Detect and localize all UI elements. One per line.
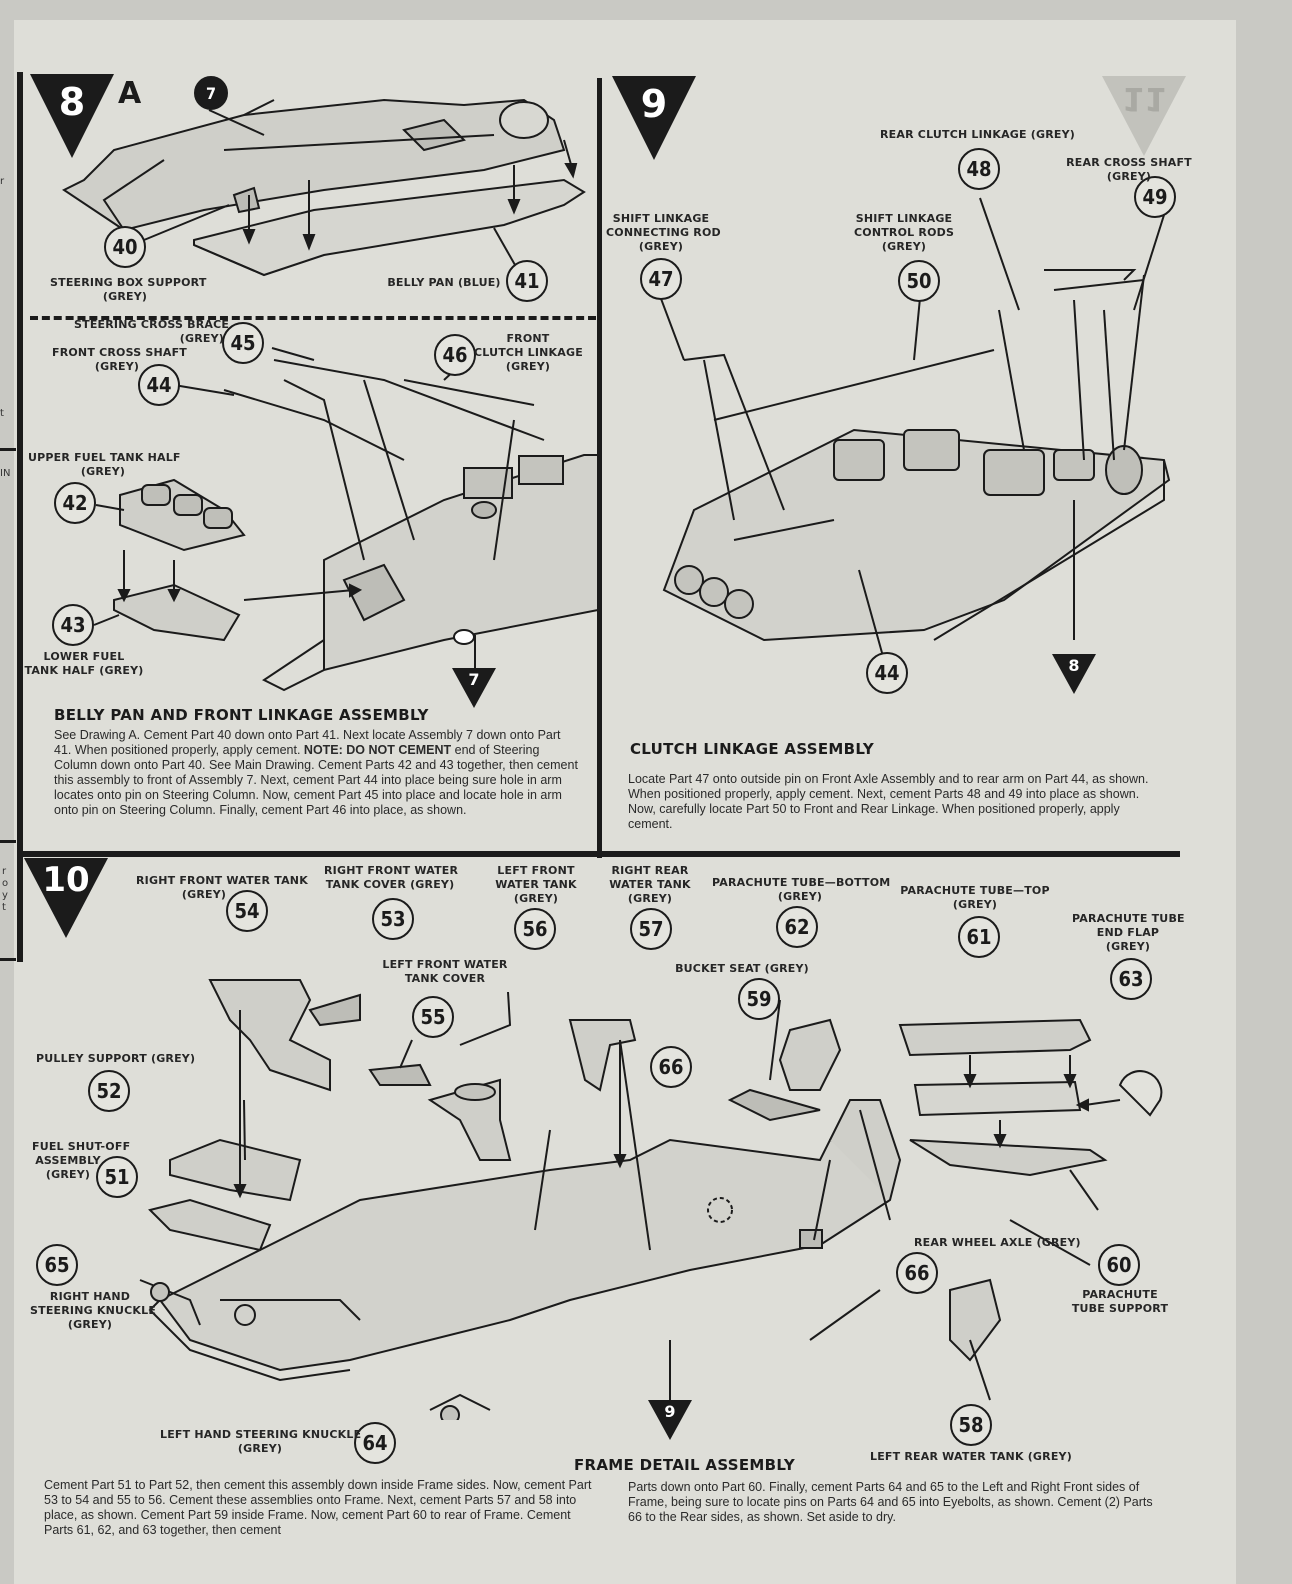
edge-rule xyxy=(0,448,16,451)
left-border xyxy=(17,72,23,858)
part-66-callout: 66 xyxy=(896,1252,938,1294)
frame-detail-drawing xyxy=(139,979,1163,1420)
column-divider xyxy=(597,78,602,858)
parachute-tube-bottom-label: PARACHUTE TUBE—BOTTOM (GREY) xyxy=(712,876,891,903)
part-62-callout: 62 xyxy=(776,906,818,948)
belly-pan-label: BELLY PAN (BLUE) xyxy=(387,276,501,289)
part-44-callout: 44 xyxy=(138,364,180,406)
section-instructions-left: Cement Part 51 to Part 52, then cement t… xyxy=(44,1478,592,1537)
part-41-callout: 41 xyxy=(506,260,548,302)
part-40-callout: 40 xyxy=(104,226,146,268)
shift-linkage-control-rods-label: SHIFT LINKAGE CONTROL RODS (GREY) xyxy=(854,212,955,253)
section-divider xyxy=(20,851,1180,857)
section-heading: CLUTCH LINKAGE ASSEMBLY xyxy=(630,740,875,758)
part-48-callout: 48 xyxy=(958,148,1000,190)
part-45-callout: 45 xyxy=(222,322,264,364)
part-60-callout: 60 xyxy=(1098,1244,1140,1286)
left-border xyxy=(17,842,23,962)
part-66-callout: 66 xyxy=(650,1046,692,1088)
part-54-callout: 54 xyxy=(226,890,268,932)
upper-fuel-tank-half-label: UPPER FUEL TANK HALF (GREY) xyxy=(28,451,181,478)
part-7-marker: 7 xyxy=(194,76,228,110)
next-step-triangle xyxy=(1052,654,1096,694)
part-44-callout: 44 xyxy=(866,652,908,694)
edge-fragment: IN xyxy=(0,468,11,479)
part-61-callout: 61 xyxy=(958,916,1000,958)
section-heading: BELLY PAN AND FRONT LINKAGE ASSEMBLY xyxy=(54,706,429,724)
part-56-callout: 56 xyxy=(514,908,556,950)
left-front-water-tank-cover-label: LEFT FRONT WATER TANK COVER xyxy=(382,958,508,985)
part-50-callout: 50 xyxy=(898,260,940,302)
section-heading: FRAME DETAIL ASSEMBLY xyxy=(574,1456,796,1474)
bucket-seat-label: BUCKET SEAT (GREY) xyxy=(675,962,809,975)
front-cross-shaft-label: FRONT CROSS SHAFT (GREY) xyxy=(52,346,188,373)
next-step-number: 8 xyxy=(1068,656,1080,675)
dashed-divider xyxy=(30,316,596,320)
part-53-callout: 53 xyxy=(372,898,414,940)
steering-box-support-label: STEERING BOX SUPPORT (GREY) xyxy=(50,276,207,303)
part-63-callout: 63 xyxy=(1110,958,1152,1000)
parachute-tube-support-label: PARACHUTE TUBE SUPPORT xyxy=(1071,1288,1169,1315)
step-number: 8 xyxy=(58,80,86,124)
belly-pan-drawing xyxy=(62,98,598,692)
part-65-callout: 65 xyxy=(36,1244,78,1286)
right-rear-water-tank-label: RIGHT REAR WATER TANK (GREY) xyxy=(609,864,691,905)
right-front-water-tank-cover-label: RIGHT FRONT WATER TANK COVER (GREY) xyxy=(324,864,459,891)
part-64-callout: 64 xyxy=(354,1422,396,1464)
part-52-callout: 52 xyxy=(88,1070,130,1112)
part-42-callout: 42 xyxy=(54,482,96,524)
next-step-triangle xyxy=(452,668,496,708)
step-marker-triangle xyxy=(612,76,696,160)
section-instructions: Locate Part 47 onto outside pin on Front… xyxy=(628,772,1149,831)
part-57-callout: 57 xyxy=(630,908,672,950)
part-49-callout: 49 xyxy=(1134,176,1176,218)
step-number: 10 xyxy=(42,860,90,900)
part-47-callout: 47 xyxy=(640,258,682,300)
edge-fragment: t xyxy=(0,408,4,419)
next-step-number: 7 xyxy=(468,670,480,689)
front-clutch-linkage-label: FRONT CLUTCH LINKAGE (GREY) xyxy=(474,332,583,373)
right-hand-steering-knuckle-label: RIGHT HAND STEERING KNUCKLE (GREY) xyxy=(30,1290,157,1331)
edge-rule xyxy=(0,840,16,843)
fuel-shutoff-assembly-label: FUEL SHUT-OFF ASSEMBLY (GREY) xyxy=(32,1140,131,1181)
edge-fragment: r o y t xyxy=(2,866,9,913)
left-front-water-tank-label: LEFT FRONT WATER TANK (GREY) xyxy=(495,864,577,905)
steering-cross-brace-label: STEERING CROSS BRACE (GREY) xyxy=(74,318,230,345)
part-55-callout: 55 xyxy=(412,996,454,1038)
edge-rule xyxy=(0,958,16,961)
drawing-letter: A xyxy=(118,76,142,111)
pulley-support-label: PULLEY SUPPORT (GREY) xyxy=(36,1052,196,1065)
left-hand-steering-knuckle-label: LEFT HAND STEERING KNUCKLE (GREY) xyxy=(160,1428,362,1455)
parachute-tube-end-flap-label: PARACHUTE TUBE END FLAP (GREY) xyxy=(1072,912,1185,953)
section-instructions: See Drawing A. Cement Part 40 down onto … xyxy=(54,728,578,817)
part-46-callout: 46 xyxy=(434,334,476,376)
part-43-callout: 43 xyxy=(52,604,94,646)
step-marker-triangle xyxy=(30,74,114,158)
lower-fuel-tank-half-label: LOWER FUEL TANK HALF (GREY) xyxy=(24,650,144,677)
faded-step-number: 11 xyxy=(1122,80,1167,118)
step-marker-triangle xyxy=(24,858,108,938)
part-58-callout: 58 xyxy=(950,1404,992,1446)
right-front-water-tank-label: RIGHT FRONT WATER TANK (GREY) xyxy=(136,874,308,901)
section-instructions-right: Parts down onto Part 60. Finally, cement… xyxy=(628,1480,1153,1524)
rear-cross-shaft-label: REAR CROSS SHAFT (GREY) xyxy=(1066,156,1192,183)
faded-step-marker xyxy=(1102,76,1186,156)
clutch-linkage-drawing xyxy=(659,197,1171,661)
next-step-number: 9 xyxy=(664,1402,676,1421)
rear-wheel-axle-label: REAR WHEEL AXLE (GREY) xyxy=(914,1236,1081,1249)
edge-fragment: r xyxy=(0,176,5,187)
next-step-triangle xyxy=(648,1400,692,1440)
parachute-tube-top-label: PARACHUTE TUBE—TOP (GREY) xyxy=(900,884,1050,911)
part-51-callout: 51 xyxy=(96,1156,138,1198)
rear-clutch-linkage-label: REAR CLUTCH LINKAGE (GREY) xyxy=(880,128,1075,141)
shift-linkage-connecting-rod-label: SHIFT LINKAGE CONNECTING ROD (GREY) xyxy=(606,212,721,253)
left-rear-water-tank-label: LEFT REAR WATER TANK (GREY) xyxy=(870,1450,1072,1463)
step-number: 9 xyxy=(640,82,668,126)
part-59-callout: 59 xyxy=(738,978,780,1020)
